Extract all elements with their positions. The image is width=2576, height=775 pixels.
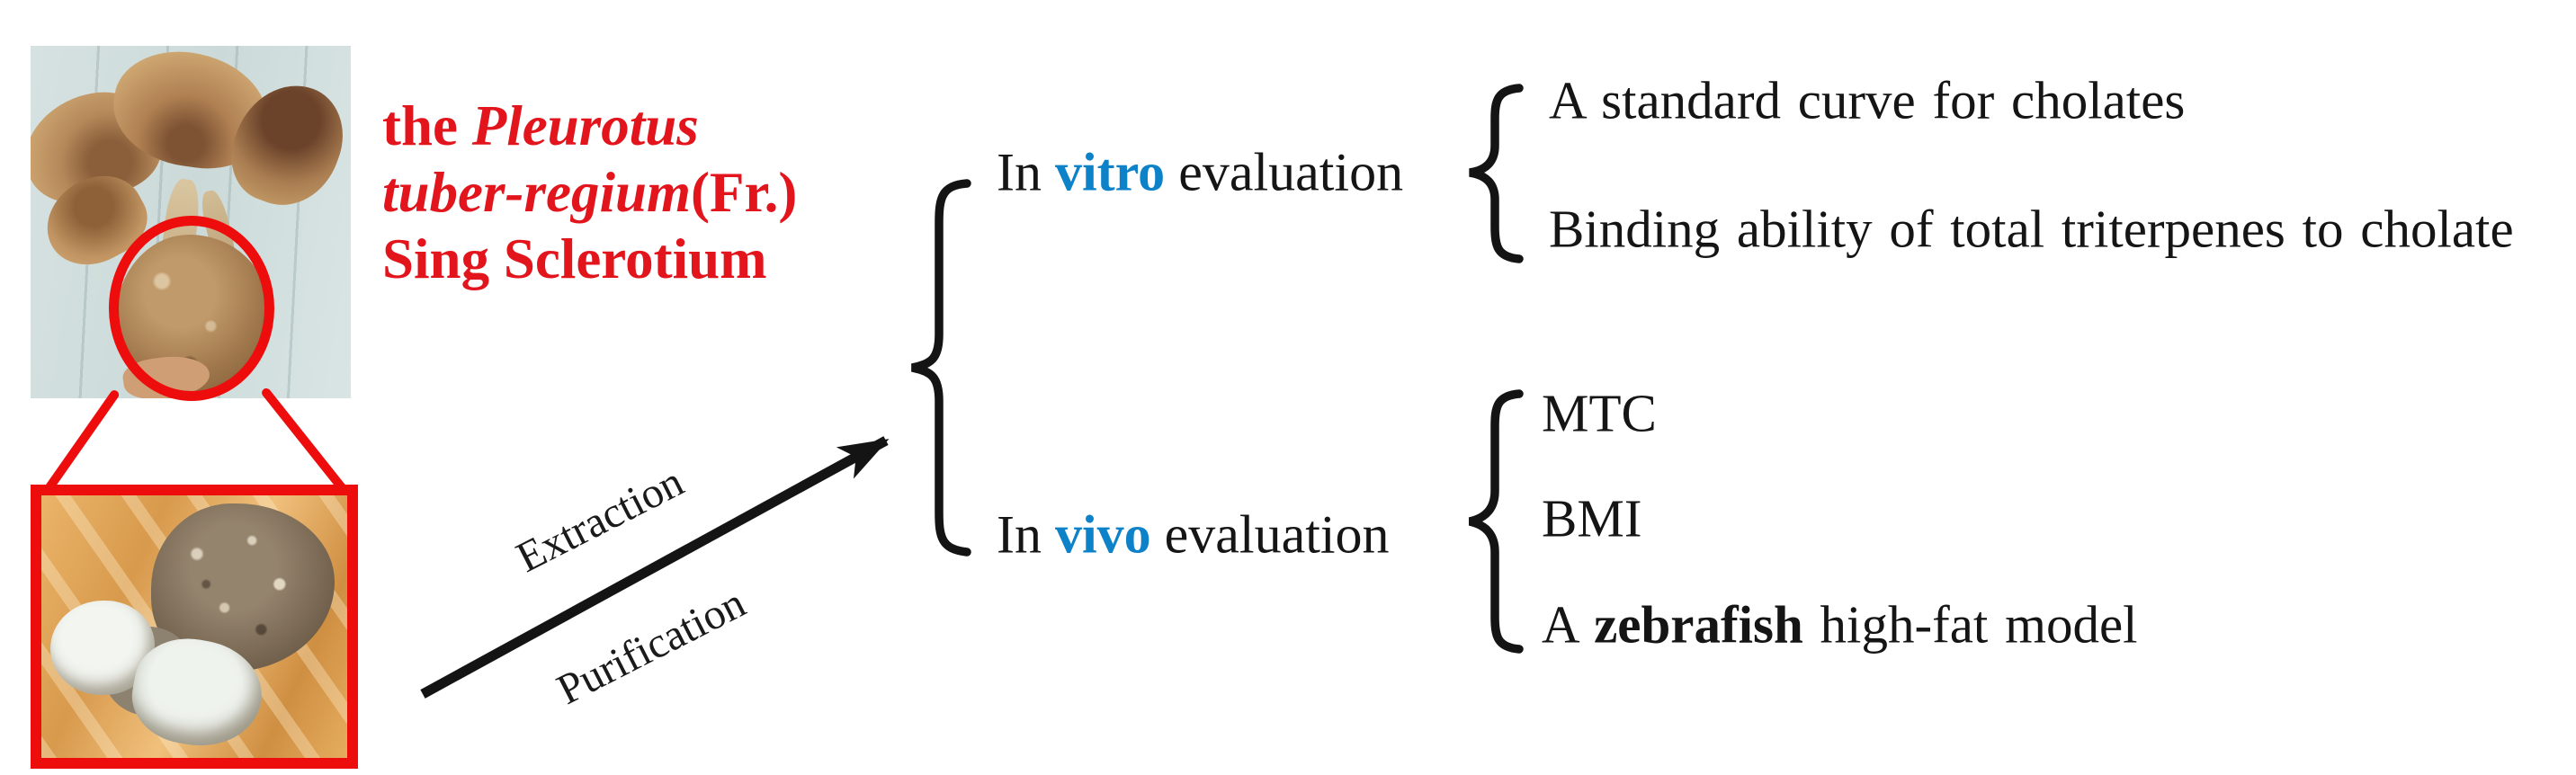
vivo-item-bmi: BMI <box>1542 488 1642 548</box>
vitro-item-standard-curve: A standard curve for cholates <box>1549 70 2186 130</box>
arrow-label-extraction: Extraction <box>508 458 692 582</box>
species-title-line-1: the Pleurotus <box>382 94 699 157</box>
sclerotium-closeup-photo <box>31 485 358 769</box>
red-circle-annotation <box>109 216 274 401</box>
species-title-line-2: tuber-regium(Fr.) <box>382 161 798 224</box>
vitro-brace <box>1469 84 1524 263</box>
main-brace <box>911 179 971 557</box>
vivo-item-mtc: MTC <box>1542 383 1657 443</box>
vitro-branch-label: In vitro evaluation <box>997 142 1404 202</box>
vivo-item-zebrafish-model: A zebrafish high-fat model <box>1542 594 2138 655</box>
vivo-brace <box>1468 389 1524 654</box>
vitro-item-binding-ability: Binding ability of total triterpenes to … <box>1549 199 2514 259</box>
species-title: the Pleurotus tuber-regium(Fr.) Sing Scl… <box>382 93 886 292</box>
species-title-line-3: Sing Sclerotium <box>382 227 767 290</box>
vivo-branch-label: In vivo evaluation <box>997 504 1390 565</box>
zoom-connector-line-right <box>260 386 353 500</box>
arrow-label-purification: Purification <box>550 578 753 715</box>
